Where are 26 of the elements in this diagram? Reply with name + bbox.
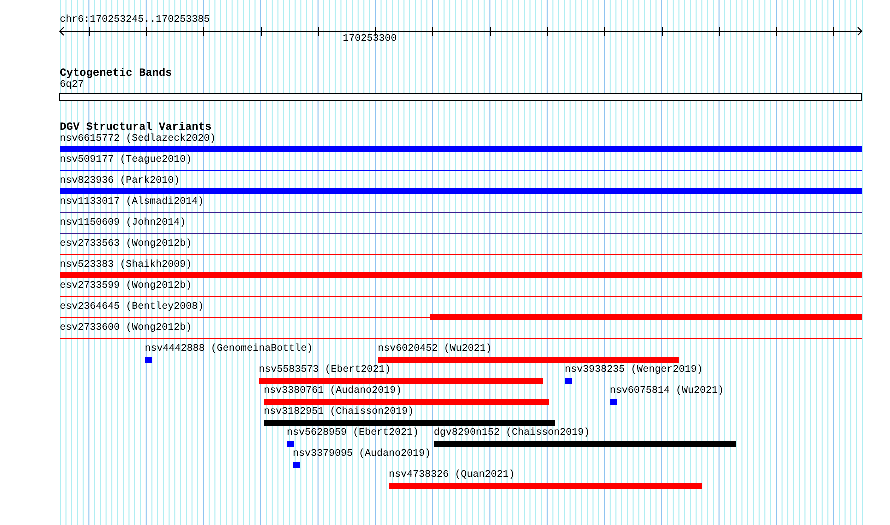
variant-label: nsv3379095 (Audano2019) (293, 449, 432, 461)
variant-label: nsv4738326 (Quan2021) (389, 470, 516, 482)
variant-label: nsv6615772 (Sedlazeck2020) (60, 134, 216, 146)
variant-label: nsv6020452 (Wu2021) (378, 344, 492, 356)
variant-label: nsv3182951 (Chaisson2019) (264, 407, 414, 419)
variant-label: nsv6075814 (Wu2021) (610, 386, 724, 398)
tick-label: 170253300 (343, 34, 398, 46)
variant-label: nsv5628959 (Ebert2021) (287, 428, 420, 440)
variant-label: nsv509177 (Teague2010) (60, 155, 192, 167)
variant-label: nsv3380761 (Audano2019) (264, 386, 402, 398)
variant-label: nsv1150609 (John2014) (60, 218, 186, 230)
variant-label: esv2733563 (Wong2012b) (60, 239, 192, 251)
track-title: DGV Structural Variants (60, 122, 212, 134)
variant-label: nsv523383 (Shaikh2009) (60, 260, 192, 272)
variant-label: nsv823936 (Park2010) (60, 176, 180, 188)
variant-label: nsv3938235 (Wenger2019) (565, 365, 704, 377)
variant-label: nsv1133017 (Alsmadi2014) (60, 197, 204, 209)
variant-label: esv2733599 (Wong2012b) (60, 281, 192, 293)
track-title: Cytogenetic Bands (60, 68, 172, 80)
band-name: 6q27 (60, 80, 84, 92)
variant-label: esv2733600 (Wong2012b) (60, 323, 192, 335)
variant-label: nsv5583573 (Ebert2021) (259, 365, 392, 377)
variant-label: esv2364645 (Bentley2008) (60, 302, 204, 314)
variant-label: dgv8290n152 (Chaisson2019) (434, 428, 590, 440)
variant-label: nsv4442888 (GenomeinaBottle) (145, 344, 314, 356)
coordinate-range-text: chr6:170253245..170253385 (60, 15, 210, 27)
